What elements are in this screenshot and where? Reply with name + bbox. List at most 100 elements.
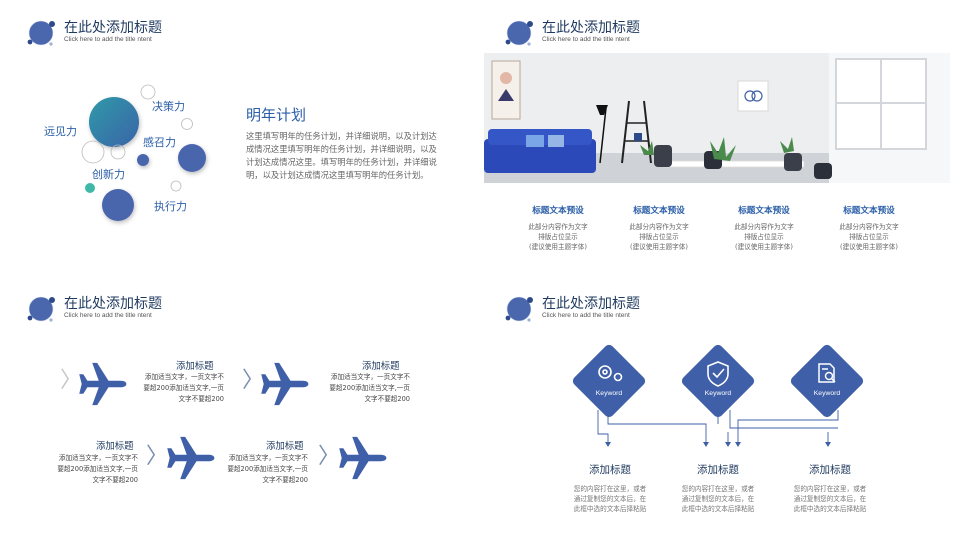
column-desc-line: 排版占位显示: [639, 233, 679, 241]
column-desc-line: (建议使用主题字体): [630, 243, 688, 251]
item-desc-line: 文字不要超200: [262, 476, 308, 484]
item-title: 添加标题: [96, 441, 134, 452]
keyword-diamond-3: Keyword: [790, 344, 864, 418]
ring-3: [81, 140, 105, 164]
airplane-icon: [258, 358, 310, 410]
bubble-small-dark: [137, 154, 149, 166]
item-desc-line: 文字不要超200: [92, 476, 138, 484]
preset-column-1: 标题文本预设 此部分内容作为文字 排版占位显示 (建议使用主题字体): [510, 204, 606, 252]
slide-3[interactable]: 在此处添加标题 Click here to add the title nten…: [0, 276, 474, 544]
keyword-item-desc: 您的内容打在这里，或者 通过复制您的文本后，在 此框中选的文本后择粘贴: [668, 484, 768, 514]
preset-column-4: 标题文本预设 此部分内容作为文字 排版占位显示 (建议使用主题字体): [821, 204, 917, 252]
bubble-label-innovation: 创新力: [92, 168, 125, 181]
item-desc-line: 文字不要超200: [364, 395, 410, 403]
item-title: 添加标题: [266, 441, 304, 452]
preset-column-2: 标题文本预设 此部分内容作为文字 排版占位显示 (建议使用主题字体): [611, 204, 707, 252]
item-title: 添加标题: [176, 361, 214, 372]
slide-title: 在此处添加标题: [64, 20, 162, 36]
keyword-desc-line: 通过复制您的文本后，在: [573, 495, 647, 503]
bubble-label-vision: 远见力: [44, 125, 77, 138]
room-photo: [484, 53, 950, 183]
keyword-desc-line: 您的内容打在这里，或者: [793, 485, 867, 493]
logo-icon: [504, 18, 534, 48]
keyword-label: Keyword: [596, 390, 623, 397]
keyword-desc-line: 通过复制您的文本后，在: [793, 495, 867, 503]
column-desc-line: (建议使用主题字体): [735, 243, 793, 251]
column-desc-line: 此部分内容作为文字: [839, 223, 899, 231]
logo-icon: [26, 294, 56, 324]
slide-4[interactable]: 在此处添加标题 Click here to add the title nten…: [478, 276, 952, 544]
preset-column-3: 标题文本预设 此部分内容作为文字 排版占位显示 (建议使用主题字体): [716, 204, 812, 252]
bubble-bottom: [102, 189, 134, 221]
airplane-icon: [336, 432, 388, 484]
ring-5: [170, 180, 182, 192]
keyword-desc-line: 您的内容打在这里，或者: [573, 485, 647, 493]
slide-subtitle: Click here to add the title ntent: [542, 36, 630, 43]
bubble-label-execution: 执行力: [154, 200, 187, 213]
keyword-item-title: 添加标题: [589, 464, 631, 476]
item-desc: 添加适当文字，一页文字不 要超200添加适当文字,一页 文字不要超200: [48, 453, 138, 486]
chevron-right-icon: 〉: [146, 444, 169, 469]
gears-icon: [598, 365, 623, 382]
column-title: 标题文本预设: [633, 206, 685, 216]
keyword-diamond-2: Keyword: [681, 344, 755, 418]
slide-subtitle: Click here to add the title ntent: [542, 312, 630, 319]
item-desc-line: 添加适当文字，一页文字不: [330, 373, 410, 381]
keyword-item-desc: 您的内容打在这里，或者 通过复制您的文本后，在 此框中选的文本后择粘贴: [560, 484, 660, 514]
column-desc-line: 排版占位显示: [538, 233, 578, 241]
keyword-desc-line: 您的内容打在这里，或者: [681, 485, 755, 493]
ring-1: [140, 84, 156, 100]
keyword-diamond-1: Keyword: [572, 344, 646, 418]
item-desc-line: 文字不要超200: [178, 395, 224, 403]
column-desc-line: 此部分内容作为文字: [629, 223, 689, 231]
bubble-label-decision: 决策力: [152, 100, 185, 113]
column-desc-line: 排版占位显示: [744, 233, 784, 241]
keyword-item-title: 添加标题: [697, 464, 739, 476]
plan-body: 这里填写明年的任务计划，并详细说明，以及计划达成情况这里填写明年的任务计划，并详…: [246, 131, 437, 180]
keyword-desc-line: 此框中选的文本后择粘贴: [573, 505, 647, 513]
keyword-diagram: Keyword Keyword Keyword: [572, 344, 864, 447]
keyword-item-desc: 您的内容打在这里，或者 通过复制您的文本后，在 此框中选的文本后择粘贴: [780, 484, 880, 514]
item-desc-line: 要超200添加适当文字,一页: [57, 465, 138, 473]
item-desc-line: 添加适当文字，一页文字不: [58, 454, 138, 462]
bubble-large: [89, 97, 139, 147]
item-desc-line: 添加适当文字，一页文字不: [144, 373, 224, 381]
plan-title: 明年计划: [246, 106, 307, 124]
airplane-icon: [76, 358, 128, 410]
bubble-right: [178, 144, 206, 172]
slide-title: 在此处添加标题: [542, 296, 640, 312]
keyword-desc-line: 此框中选的文本后择粘贴: [681, 505, 755, 513]
airplane-icon: [164, 432, 216, 484]
slide-subtitle: Click here to add the title ntent: [64, 312, 152, 319]
column-desc-line: 此部分内容作为文字: [528, 223, 588, 231]
item-title: 添加标题: [362, 361, 400, 372]
item-desc-line: 要超200添加适当文字,一页: [329, 384, 410, 392]
shield-check-icon: [707, 361, 729, 387]
arrow-heads: [605, 442, 831, 447]
chevron-right-icon: 〉: [60, 368, 83, 393]
keyword-desc-line: 通过复制您的文本后，在: [681, 495, 755, 503]
item-desc-line: 要超200添加适当文字,一页: [143, 384, 224, 392]
keyword-label: Keyword: [705, 390, 732, 397]
item-desc-line: 添加适当文字，一页文字不: [228, 454, 308, 462]
keyword-desc-line: 此框中选的文本后择粘贴: [793, 505, 867, 513]
column-desc-line: 排版占位显示: [849, 233, 889, 241]
slide-2[interactable]: 在此处添加标题 Click here to add the title nten…: [478, 0, 952, 268]
column-title: 标题文本预设: [532, 206, 584, 216]
bubble-label-charisma: 感召力: [143, 136, 176, 149]
keyword-label: Keyword: [814, 390, 841, 397]
ring-4: [110, 144, 126, 160]
document-search-icon: [818, 363, 836, 383]
slide-1[interactable]: 在此处添加标题 Click here to add the title nten…: [0, 0, 474, 268]
column-desc-line: (建议使用主题字体): [529, 243, 587, 251]
chevron-right-icon: 〉: [318, 444, 341, 469]
chevron-right-icon: 〉: [242, 368, 265, 393]
column-desc-line: 此部分内容作为文字: [734, 223, 794, 231]
item-desc: 添加适当文字，一页文字不 要超200添加适当文字,一页 文字不要超200: [218, 453, 308, 486]
bubble-diagram: [81, 84, 206, 221]
column-title: 标题文本预设: [738, 206, 790, 216]
item-desc: 添加适当文字，一页文字不 要超200添加适当文字,一页 文字不要超200: [134, 372, 224, 405]
column-desc-line: (建议使用主题字体): [840, 243, 898, 251]
slide-title: 在此处添加标题: [542, 20, 640, 36]
bubble-teal: [85, 183, 95, 193]
